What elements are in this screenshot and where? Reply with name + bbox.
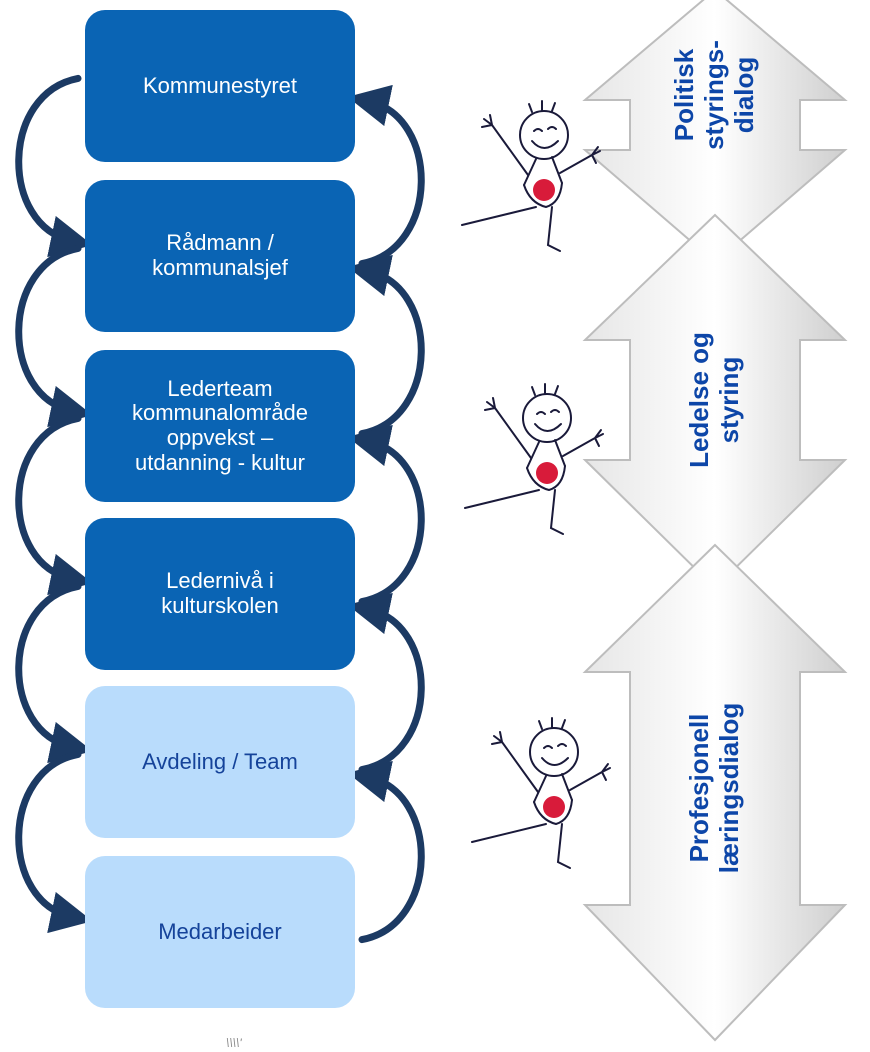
left-curved-arrows: [15, 74, 93, 934]
heart-icon: [536, 462, 558, 484]
curved-arrow-icon-down: [15, 750, 93, 934]
box-kommunestyret: Kommunestyret: [85, 10, 355, 162]
heart-icon: [533, 179, 555, 201]
stick-figure-icon-2: [464, 383, 604, 535]
box-avdeling-team: Avdeling / Team: [85, 686, 355, 838]
curved-arrow-icon-up: [347, 424, 425, 606]
dialog-label-politisk: Politisk styrings- dialog: [669, 40, 759, 150]
curved-arrow-icon-down: [15, 244, 93, 428]
curved-arrow-icon-down: [15, 74, 93, 258]
curved-arrow-icon-up: [347, 84, 425, 268]
right-curved-arrows: [347, 84, 425, 944]
curved-arrow-icon-down: [15, 582, 93, 764]
stick-figure-icon-1: [461, 100, 601, 252]
curved-arrow-icon-up: [347, 254, 425, 438]
box-ledernivaa: Ledernivå i kulturskolen: [85, 518, 355, 670]
dialog-label-ledelse: Ledelse og styring: [684, 332, 744, 468]
curved-arrow-icon-up: [347, 592, 425, 774]
curved-arrow-icon-up: [347, 760, 425, 944]
box-radmann: Rådmann / kommunalsjef: [85, 180, 355, 332]
decorative-mark: \\\\': [226, 1036, 242, 1050]
box-medarbeider: Medarbeider: [85, 856, 355, 1008]
heart-icon: [543, 796, 565, 818]
box-lederteam: Lederteam kommunalområde oppvekst – utda…: [85, 350, 355, 502]
curved-arrow-icon-down: [15, 414, 93, 596]
dialog-label-profesjonell: Profesjonell læringsdialog: [684, 702, 744, 874]
stick-figure-icon-3: [471, 717, 611, 869]
